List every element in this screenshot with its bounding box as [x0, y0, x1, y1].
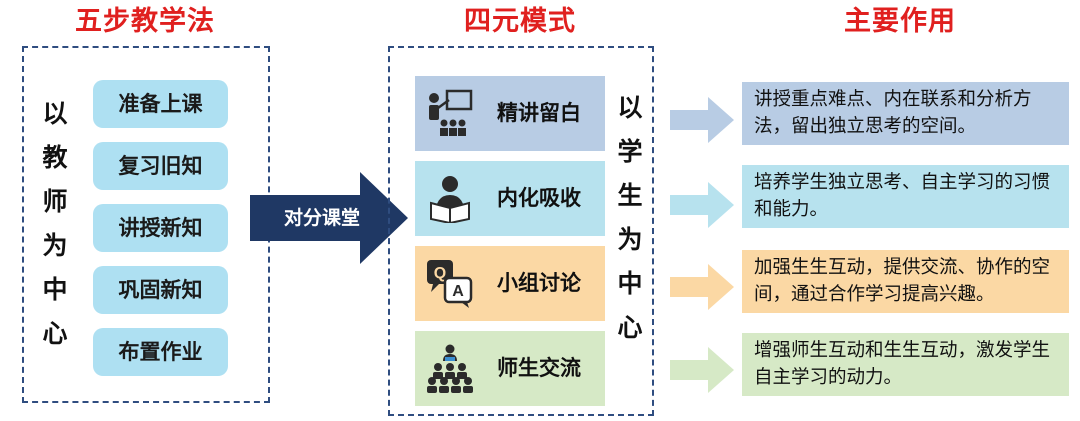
mode-label: 师生交流: [497, 356, 581, 380]
arrow-label: 对分课堂: [283, 207, 360, 229]
vertical-char: 中: [42, 275, 68, 304]
step-item: 准备上课: [93, 80, 228, 128]
vertical-char: 为: [42, 231, 68, 260]
effect-arrow: [670, 97, 734, 143]
step-item: 讲授新知: [93, 204, 228, 252]
vertical-char: 学: [617, 137, 643, 166]
vertical-char: 师: [42, 187, 68, 216]
mode-label: 精讲留白: [497, 101, 581, 125]
effect-description: 加强生生互动，提供交流、协作的空间，通过合作学习提高兴趣。: [742, 250, 1069, 313]
lecture-icon: [429, 89, 473, 136]
modes-heading: 四元模式: [464, 6, 576, 37]
vertical-char: 生: [617, 181, 643, 210]
vertical-char: 中: [617, 269, 643, 298]
step-item: 复习旧知: [93, 142, 228, 190]
mode-item: Q A 小组讨论: [415, 246, 605, 321]
effect-arrow: [670, 182, 734, 228]
svg-text:Q: Q: [434, 265, 446, 282]
audience-icon: [427, 344, 473, 393]
mode-label: 内化吸收: [497, 186, 581, 210]
step-item: 巩固新知: [93, 266, 228, 314]
vertical-char: 心: [617, 313, 643, 342]
effect-description: 讲授重点难点、内在联系和分析方法，留出独立思考的空间。: [742, 82, 1069, 145]
mode-item: 内化吸收: [415, 161, 605, 236]
effect-arrow: [670, 347, 734, 393]
vertical-char: 为: [617, 225, 643, 254]
teacher-centered-label: 以 教 师 为 中 心: [37, 92, 73, 356]
svg-text:A: A: [452, 283, 464, 300]
effect-description: 增强师生互动和生生互动，激发学生自主学习的动力。: [742, 333, 1069, 396]
qa-icon: Q A: [427, 260, 473, 308]
modes-panel: [388, 46, 654, 416]
reading-icon: [430, 176, 470, 223]
mode-item: 师生交流: [415, 331, 605, 406]
effects-heading: 主要作用: [844, 6, 956, 37]
vertical-char: 以: [617, 93, 643, 122]
flip-classroom-arrow: [250, 172, 408, 264]
steps-heading: 五步教学法: [75, 6, 215, 37]
vertical-char: 教: [42, 143, 68, 172]
effect-description: 培养学生独立思考、自主学习的习惯和能力。: [742, 165, 1069, 228]
vertical-char: 心: [42, 319, 68, 348]
student-centered-label: 以 学 生 为 中 心: [612, 86, 648, 350]
mode-item: 精讲留白: [415, 76, 605, 151]
mode-label: 小组讨论: [497, 271, 581, 295]
effect-arrow: [670, 264, 734, 310]
vertical-char: 以: [42, 99, 68, 128]
step-item: 布置作业: [93, 328, 228, 376]
